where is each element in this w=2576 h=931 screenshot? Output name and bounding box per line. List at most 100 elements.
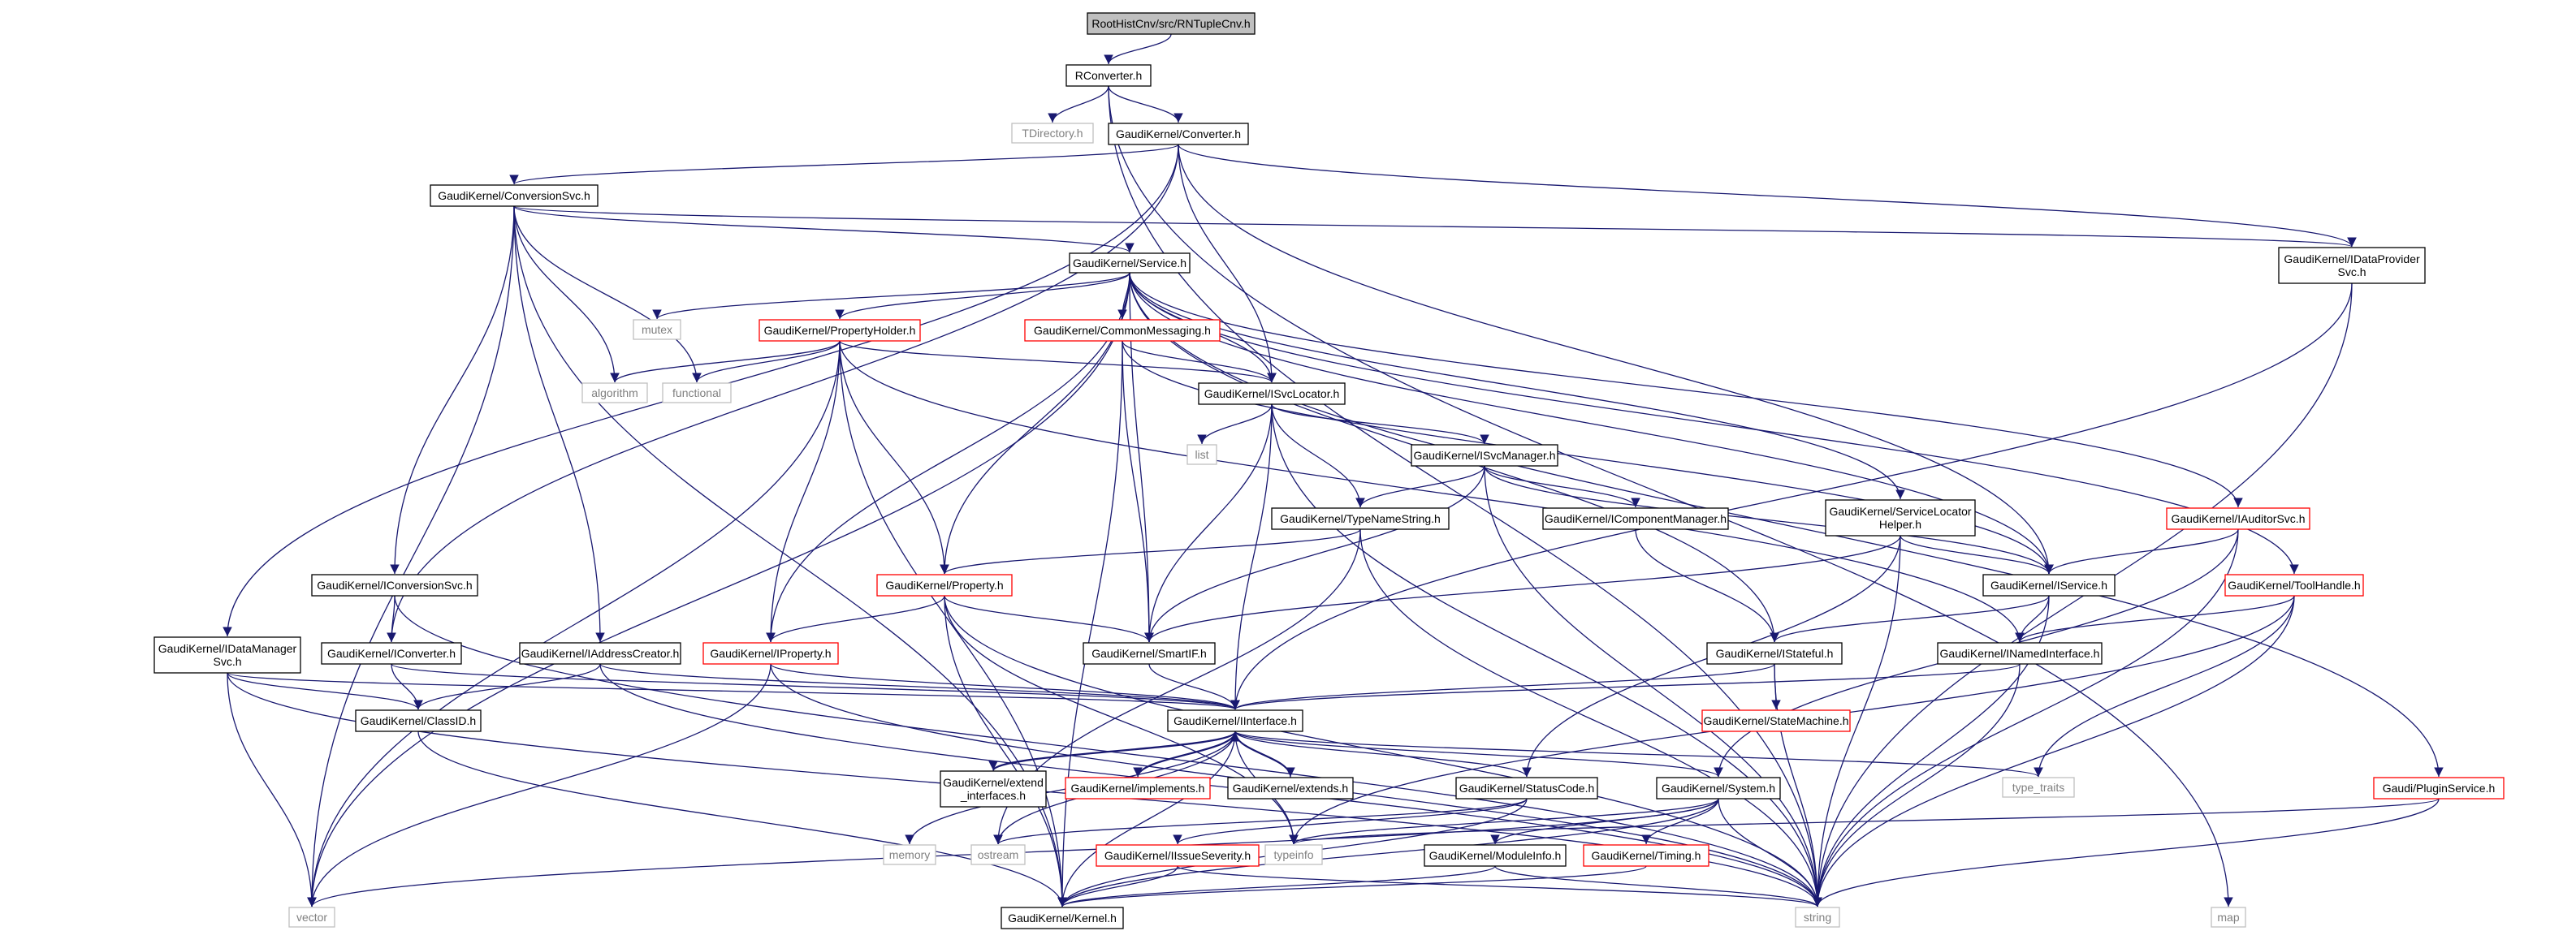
node-box xyxy=(1271,507,1450,530)
node-root[interactable]: RootHistCnv/src/RNTupleCnv.h xyxy=(1087,12,1256,35)
node-box xyxy=(1795,907,1840,928)
node-label: GaudiKernel/ToolHandle.h xyxy=(2228,579,2360,592)
node-service[interactable]: GaudiKernel/Service.h xyxy=(1069,252,1191,274)
node-box xyxy=(1001,907,1124,929)
edge-idatamanagersvc-to-iinterface xyxy=(227,672,1240,710)
node-istateful[interactable]: GaudiKernel/IStateful.h xyxy=(1706,642,1843,665)
node-label: Gaudi/PluginService.h xyxy=(2383,782,2496,795)
edge-isvcmanager-to-iservice xyxy=(1484,465,2054,575)
edge-system-to-string xyxy=(1718,798,1822,907)
node-box xyxy=(662,382,732,403)
node-icomponentmanager[interactable]: GaudiKernel/IComponentManager.h xyxy=(1542,507,1729,530)
node-smartif[interactable]: GaudiKernel/SmartIF.h xyxy=(1083,642,1216,665)
edge-rconverter-to-converter xyxy=(1108,85,1183,123)
edge-conversionsvc-to-idataprovidersvc xyxy=(513,205,2356,248)
node-property[interactable]: GaudiKernel/Property.h xyxy=(876,574,1013,597)
node-label: GaudiKernel/StateMachine.h xyxy=(1704,714,1849,727)
node-iissueseverity[interactable]: GaudiKernel/IIssueSeverity.h xyxy=(1096,844,1260,867)
node-kernel[interactable]: GaudiKernel/Kernel.h xyxy=(1001,907,1124,929)
node-label: GaudiKernel/TypeNameString.h xyxy=(1280,512,1441,525)
node-conversionsvc[interactable]: GaudiKernel/ConversionSvc.h xyxy=(430,184,599,207)
node-label: GaudiKernel/Timing.h xyxy=(1592,849,1701,862)
node-toolhandle[interactable]: GaudiKernel/ToolHandle.h xyxy=(2224,574,2364,597)
node-box xyxy=(321,642,462,665)
node-classid[interactable]: GaudiKernel/ClassID.h xyxy=(355,709,482,732)
edge-isvcmanager-to-icomponentmanager xyxy=(1484,465,1640,508)
node-label: GaudiKernel/IProperty.h xyxy=(710,647,831,660)
node-inamedinterface[interactable]: GaudiKernel/INamedInterface.h xyxy=(1937,642,2103,665)
edge-conversionsvc-to-vector xyxy=(307,205,515,907)
node-label: GaudiKernel/ISvcLocator.h xyxy=(1204,387,1340,400)
node-label: GaudiKernel/ModuleInfo.h xyxy=(1429,849,1562,862)
node-memory: memory xyxy=(883,844,936,865)
node-statuscode[interactable]: GaudiKernel/StatusCode.h xyxy=(1455,777,1598,800)
node-rconverter[interactable]: RConverter.h xyxy=(1065,64,1152,87)
node-label: GaudiKernel/IService.h xyxy=(1990,579,2107,592)
edge-commonmessaging-to-kernel xyxy=(1057,340,1123,907)
node-type_traits: type_traits xyxy=(2002,777,2075,798)
node-implements[interactable]: GaudiKernel/implements.h xyxy=(1065,777,1211,800)
node-box xyxy=(311,574,478,597)
node-extends[interactable]: GaudiKernel/extends.h xyxy=(1227,777,1354,800)
node-box xyxy=(940,770,1047,808)
edge-isvclocator-to-smartif xyxy=(1144,403,1273,643)
node-typenamestring[interactable]: GaudiKernel/TypeNameString.h xyxy=(1271,507,1450,530)
node-iconversionsvc[interactable]: GaudiKernel/IConversionSvc.h xyxy=(311,574,478,597)
node-box xyxy=(2224,574,2364,597)
node-iaddresscreator[interactable]: GaudiKernel/IAddressCreator.h xyxy=(519,642,681,665)
node-propertyholder[interactable]: GaudiKernel/PropertyHolder.h xyxy=(759,319,921,342)
node-iconverter[interactable]: GaudiKernel/IConverter.h xyxy=(321,642,462,665)
node-commonmessaging[interactable]: GaudiKernel/CommonMessaging.h xyxy=(1024,319,1221,342)
edge-iissueseverity-to-string xyxy=(1177,865,1822,907)
node-timing[interactable]: GaudiKernel/Timing.h xyxy=(1583,844,1709,867)
node-moduleinfo[interactable]: GaudiKernel/ModuleInfo.h xyxy=(1424,844,1567,867)
node-isvcmanager[interactable]: GaudiKernel/ISvcManager.h xyxy=(1411,444,1558,467)
node-pluginservice[interactable]: Gaudi/PluginService.h xyxy=(2373,777,2505,800)
node-box xyxy=(1424,844,1567,867)
node-box xyxy=(1186,444,1217,465)
edge-pluginservice-to-typeinfo xyxy=(1289,798,2440,845)
node-extend_interfaces[interactable]: GaudiKernel/extend_interfaces.h xyxy=(940,770,1047,808)
edge-propertyholder-to-kernel xyxy=(839,340,1067,907)
node-typeinfo: typeinfo xyxy=(1264,844,1323,865)
node-vector: vector xyxy=(288,907,335,928)
node-label: GaudiKernel/ServiceLocator xyxy=(1829,505,1971,518)
node-system[interactable]: GaudiKernel/System.h xyxy=(1656,777,1781,800)
edge-servicelocatorhelper-to-string xyxy=(1813,535,1901,907)
node-converter[interactable]: GaudiKernel/Converter.h xyxy=(1108,123,1249,145)
node-label: vector xyxy=(296,911,327,924)
edge-rconverter-to-map xyxy=(1108,85,2233,907)
node-statemachine[interactable]: GaudiKernel/StateMachine.h xyxy=(1701,709,1851,732)
edge-istateful-to-iinterface xyxy=(1230,663,1775,710)
node-box xyxy=(2002,777,2075,798)
edge-iconverter-to-iinterface xyxy=(391,663,1240,710)
node-label: ostream xyxy=(978,848,1019,861)
node-label: GaudiKernel/IConverter.h xyxy=(327,647,456,660)
node-label: GaudiKernel/Service.h xyxy=(1073,256,1186,269)
edge-timing-to-kernel xyxy=(1057,865,1647,907)
edge-conversionsvc-to-service xyxy=(513,205,1135,253)
node-box xyxy=(759,319,921,342)
node-iproperty[interactable]: GaudiKernel/IProperty.h xyxy=(702,642,839,665)
node-label: GaudiKernel/extend xyxy=(943,776,1044,789)
node-box xyxy=(153,636,301,674)
node-isvclocator[interactable]: GaudiKernel/ISvcLocator.h xyxy=(1198,382,1346,405)
node-iservice[interactable]: GaudiKernel/IService.h xyxy=(1982,574,2116,597)
edge-iproperty-to-iinterface xyxy=(770,663,1240,710)
edge-root-to-rconverter xyxy=(1104,33,1172,65)
node-label: type_traits xyxy=(2012,781,2065,794)
node-box xyxy=(1455,777,1598,800)
edge-servicelocatorhelper-to-iservice xyxy=(1900,535,2054,575)
edge-commonmessaging-to-smartif xyxy=(1122,340,1154,643)
node-label: GaudiKernel/Property.h xyxy=(885,579,1003,592)
node-iauditorsvc[interactable]: GaudiKernel/IAuditorSvc.h xyxy=(2166,507,2310,530)
node-label: RConverter.h xyxy=(1075,69,1142,82)
node-label: Svc.h xyxy=(213,655,241,668)
edge-converter-to-isvclocator xyxy=(1178,144,1277,383)
node-label: Svc.h xyxy=(2337,265,2366,278)
node-iinterface[interactable]: GaudiKernel/IInterface.h xyxy=(1167,709,1303,732)
node-label: GaudiKernel/Kernel.h xyxy=(1008,912,1117,925)
